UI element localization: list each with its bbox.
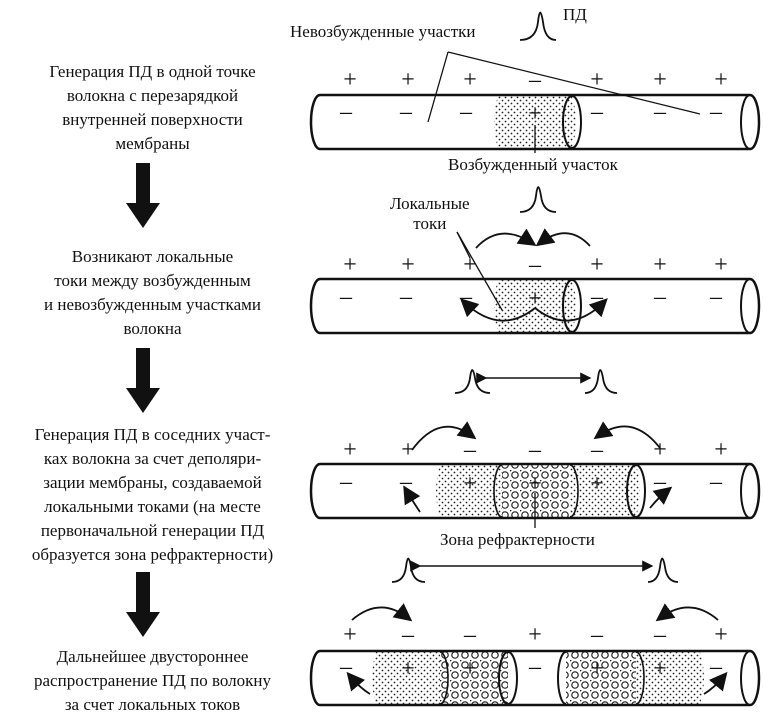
minus-sign: – xyxy=(401,622,415,648)
plus-sign: + xyxy=(463,67,477,93)
plus-sign: + xyxy=(463,252,477,278)
minus-sign: – xyxy=(528,654,542,680)
local-current-arrow-4c xyxy=(346,671,371,695)
minus-sign: – xyxy=(528,437,542,463)
minus-sign: – xyxy=(709,284,723,310)
plus-sign: + xyxy=(590,656,604,682)
plus-sign: + xyxy=(590,67,604,93)
minus-sign: – xyxy=(709,99,723,125)
plus-sign: + xyxy=(528,286,542,312)
minus-sign: – xyxy=(463,437,477,463)
plus-sign: + xyxy=(463,656,477,682)
local-currents-pointer-2 xyxy=(456,231,503,311)
minus-sign: – xyxy=(528,252,542,278)
minus-sign: – xyxy=(709,654,723,680)
plus-sign: + xyxy=(653,67,667,93)
ap-spike-icon-2 xyxy=(519,186,557,213)
plus-sign: + xyxy=(590,471,604,497)
ap-spike-icon xyxy=(519,11,557,41)
plus-sign: + xyxy=(653,252,667,278)
minus-sign: – xyxy=(463,622,477,648)
local-current-arrow-4a xyxy=(351,603,413,622)
local-current-arrow-4b xyxy=(655,603,719,622)
ap-spike-right-2 xyxy=(647,557,679,583)
minus-sign: – xyxy=(459,284,473,310)
ap-spike-left-1 xyxy=(454,369,491,394)
down-arrow-3 xyxy=(126,572,160,637)
local-current-arrow-3b xyxy=(593,421,661,449)
step2-caption: Возникают локальные токи между возбужден… xyxy=(44,247,261,338)
plus-sign: + xyxy=(714,67,728,93)
local-current-arrow-3c xyxy=(403,485,421,513)
plus-sign: + xyxy=(401,252,415,278)
fiber-3 xyxy=(309,462,761,520)
plus-sign: + xyxy=(590,252,604,278)
excited-label: Возбужденный участок xyxy=(448,155,618,174)
local-current-arrow-inner-right xyxy=(534,298,608,322)
plus-sign: + xyxy=(528,471,542,497)
minus-sign: – xyxy=(399,284,413,310)
refractory-label: Зона рефрактерности xyxy=(440,530,595,549)
plus-sign: + xyxy=(714,252,728,278)
unexcited-label: Невозбужденные участки xyxy=(290,22,476,41)
charge-signs: + + + – + + + – – – + – – – + + + – + + + – – – + – – – + + – – – + + – – + + +… xyxy=(339,67,728,682)
plus-sign: + xyxy=(714,437,728,463)
local-current-arrow-3d xyxy=(649,486,673,509)
minus-sign: – xyxy=(339,284,353,310)
minus-sign: – xyxy=(590,437,604,463)
plus-sign: + xyxy=(714,622,728,648)
step4-caption: Дальнейшее двустороннее распространение … xyxy=(34,647,271,714)
ap-label: ПД xyxy=(563,5,587,24)
minus-sign: – xyxy=(339,654,353,680)
plus-sign: + xyxy=(653,437,667,463)
minus-sign: – xyxy=(653,469,667,495)
local-current-arrow-outer-right xyxy=(535,228,591,247)
plus-sign: + xyxy=(343,252,357,278)
plus-sign: + xyxy=(653,656,667,682)
minus-sign: – xyxy=(459,99,473,125)
minus-sign: – xyxy=(709,469,723,495)
minus-sign: – xyxy=(653,284,667,310)
minus-sign: – xyxy=(590,622,604,648)
local-current-arrow-outer-left xyxy=(475,228,537,249)
unexcited-pointer-1 xyxy=(427,51,449,123)
plus-sign: + xyxy=(343,622,357,648)
ap-spike-left-2 xyxy=(391,557,426,583)
minus-sign: – xyxy=(399,99,413,125)
plus-sign: + xyxy=(401,656,415,682)
local-current-arrow-3a xyxy=(411,421,477,451)
minus-sign: – xyxy=(590,99,604,125)
minus-sign: – xyxy=(590,284,604,310)
minus-sign: – xyxy=(339,99,353,125)
down-arrow-2 xyxy=(126,348,160,413)
local-currents-label: Локальные токи xyxy=(390,194,470,233)
minus-sign: – xyxy=(653,622,667,648)
unexcited-pointer-2 xyxy=(447,51,701,115)
plus-sign: + xyxy=(343,437,357,463)
minus-sign: – xyxy=(399,469,413,495)
plus-sign: + xyxy=(401,67,415,93)
local-current-arrow-inner-left xyxy=(460,298,536,322)
plus-sign: + xyxy=(528,101,542,127)
step1-caption: Генерация ПД в одной точке волокна с пер… xyxy=(49,62,256,153)
plus-sign: + xyxy=(463,471,477,497)
local-current-arrow-4d xyxy=(703,671,728,695)
minus-sign: – xyxy=(528,67,542,93)
plus-sign: + xyxy=(528,622,542,648)
minus-sign: – xyxy=(653,99,667,125)
fiber-1 xyxy=(309,93,761,151)
step3-caption: Генерация ПД в соседних участ- ках волок… xyxy=(31,425,274,564)
plus-sign: + xyxy=(401,437,415,463)
down-arrow-1 xyxy=(126,163,160,228)
minus-sign: – xyxy=(339,469,353,495)
ap-spike-right-1 xyxy=(584,369,618,394)
plus-sign: + xyxy=(343,67,357,93)
fiber-4 xyxy=(309,649,761,707)
